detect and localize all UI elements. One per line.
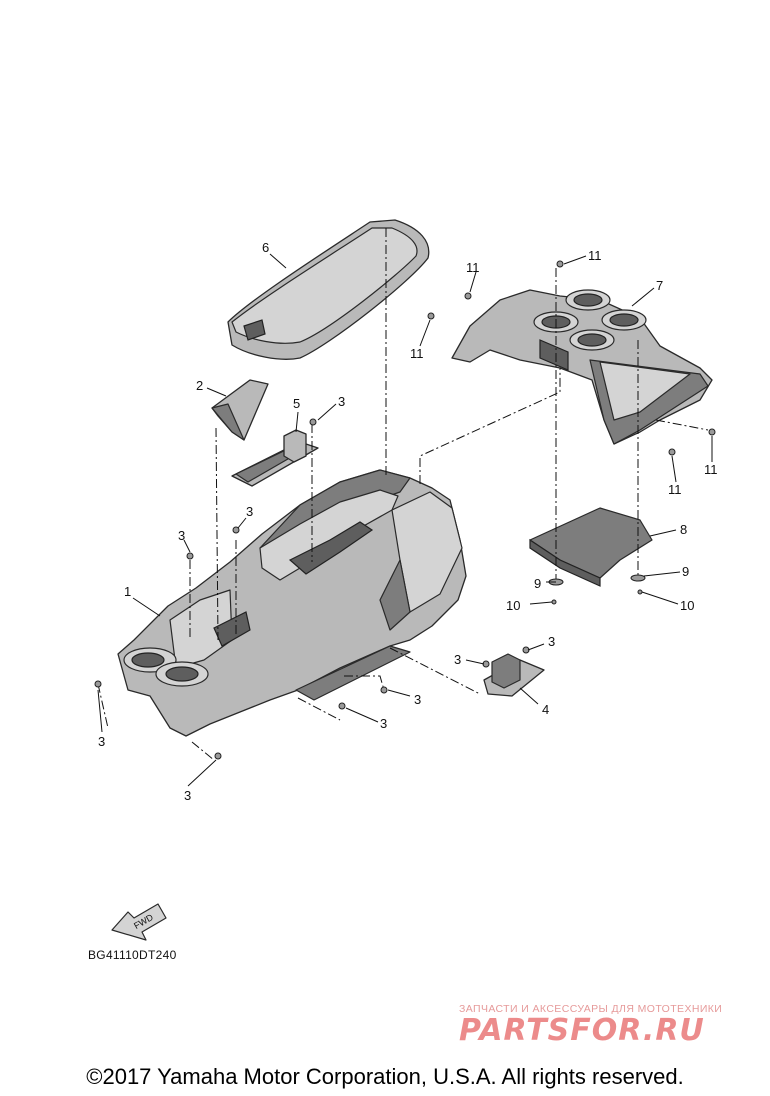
callout-5: 5	[293, 396, 300, 411]
leader-lines	[97, 253, 713, 787]
part-8-plate[interactable]	[529, 507, 653, 587]
callout-3: 3	[414, 692, 421, 707]
callout-8: 8	[680, 522, 687, 537]
callout-3: 3	[548, 634, 555, 649]
part-1-console[interactable]	[117, 469, 467, 737]
callout-10: 10	[506, 598, 520, 613]
callout-7: 7	[656, 278, 663, 293]
callout-2: 2	[196, 378, 203, 393]
callout-3: 3	[246, 504, 253, 519]
assembly-lines	[97, 228, 709, 761]
callout-11: 11	[410, 346, 424, 361]
diagram-code: BG41110DT240	[88, 948, 177, 962]
callout-4: 4	[542, 702, 549, 717]
fasteners	[94, 260, 716, 760]
part-2-bracket[interactable]	[211, 379, 269, 441]
callout-3: 3	[98, 734, 105, 749]
callout-1: 1	[124, 584, 131, 599]
callout-11: 11	[466, 260, 480, 275]
callout-labels: 6 2 5 3 3 3 1 3 3 3 3 3 3 4 11 11 11 7 8…	[98, 240, 718, 803]
callout-3: 3	[338, 394, 345, 409]
callout-11: 11	[704, 462, 718, 477]
callout-3: 3	[380, 716, 387, 731]
callout-6: 6	[262, 240, 269, 255]
watermark-tagline: ЗАПЧАСТИ И АКСЕССУАРЫ ДЛЯ МОТОТЕХНИКИ	[459, 1003, 723, 1015]
watermark-logo: PARTSFOR.RU	[459, 1013, 705, 1048]
copyright-notice: ©2017 Yamaha Motor Corporation, U.S.A. A…	[86, 1064, 684, 1089]
part-5-plate[interactable]	[231, 429, 319, 487]
callout-3: 3	[178, 528, 185, 543]
callout-10: 10	[680, 598, 694, 613]
callout-9: 9	[534, 576, 541, 591]
callout-3: 3	[184, 788, 191, 803]
callout-11: 11	[668, 482, 682, 497]
part-7-cupholder-tray[interactable]	[451, 289, 713, 445]
part-6-armrest-lid[interactable]	[227, 219, 430, 360]
part-4-bracket[interactable]	[483, 653, 545, 697]
callout-9: 9	[682, 564, 689, 579]
callout-3: 3	[454, 652, 461, 667]
callout-11: 11	[588, 248, 602, 263]
fwd-arrow-icon: FWD	[111, 903, 167, 941]
